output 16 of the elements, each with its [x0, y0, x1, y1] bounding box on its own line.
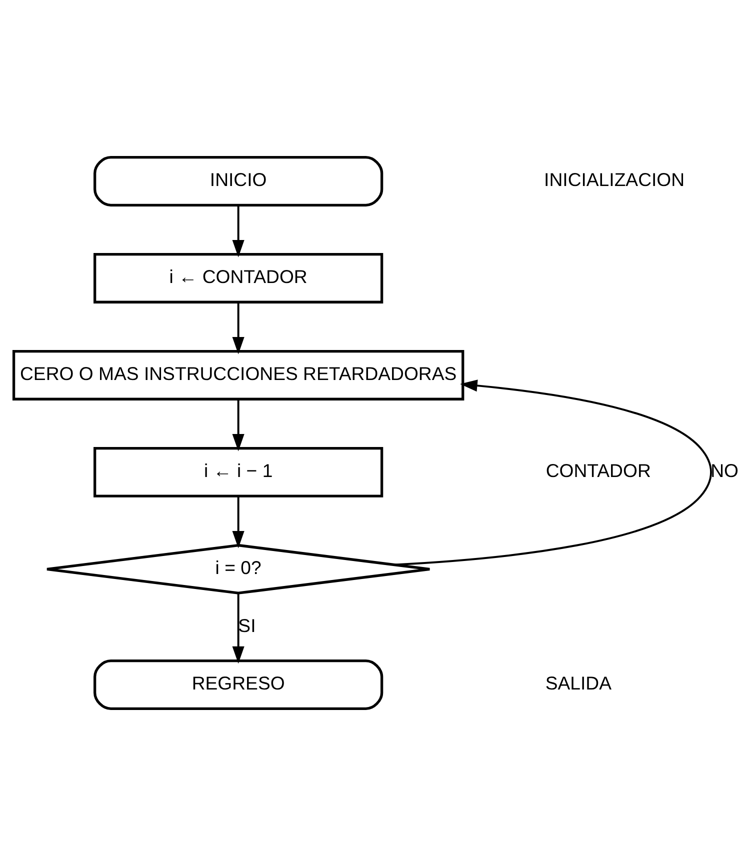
edge-label: NO: [710, 460, 739, 482]
node-box: REGRESO: [94, 660, 384, 710]
arrow: [232, 496, 244, 548]
label: CONTADOR: [546, 460, 651, 482]
node-diamond: i = 0?: [46, 544, 431, 594]
node-box: CERO O MAS INSTRUCCIONES RETARDADORAS: [12, 350, 464, 400]
arrow: [232, 399, 244, 452]
arrow: [232, 302, 244, 354]
node-box: i ← i − 1: [94, 446, 384, 498]
label: SALIDA: [545, 672, 612, 694]
arrow: [232, 205, 244, 258]
node-box: i ← CONTADOR: [94, 252, 384, 304]
node-box: INICIO: [94, 156, 384, 206]
arrow: [232, 593, 244, 664]
arrow: [394, 380, 712, 566]
label: INICIALIZACION: [544, 169, 685, 190]
